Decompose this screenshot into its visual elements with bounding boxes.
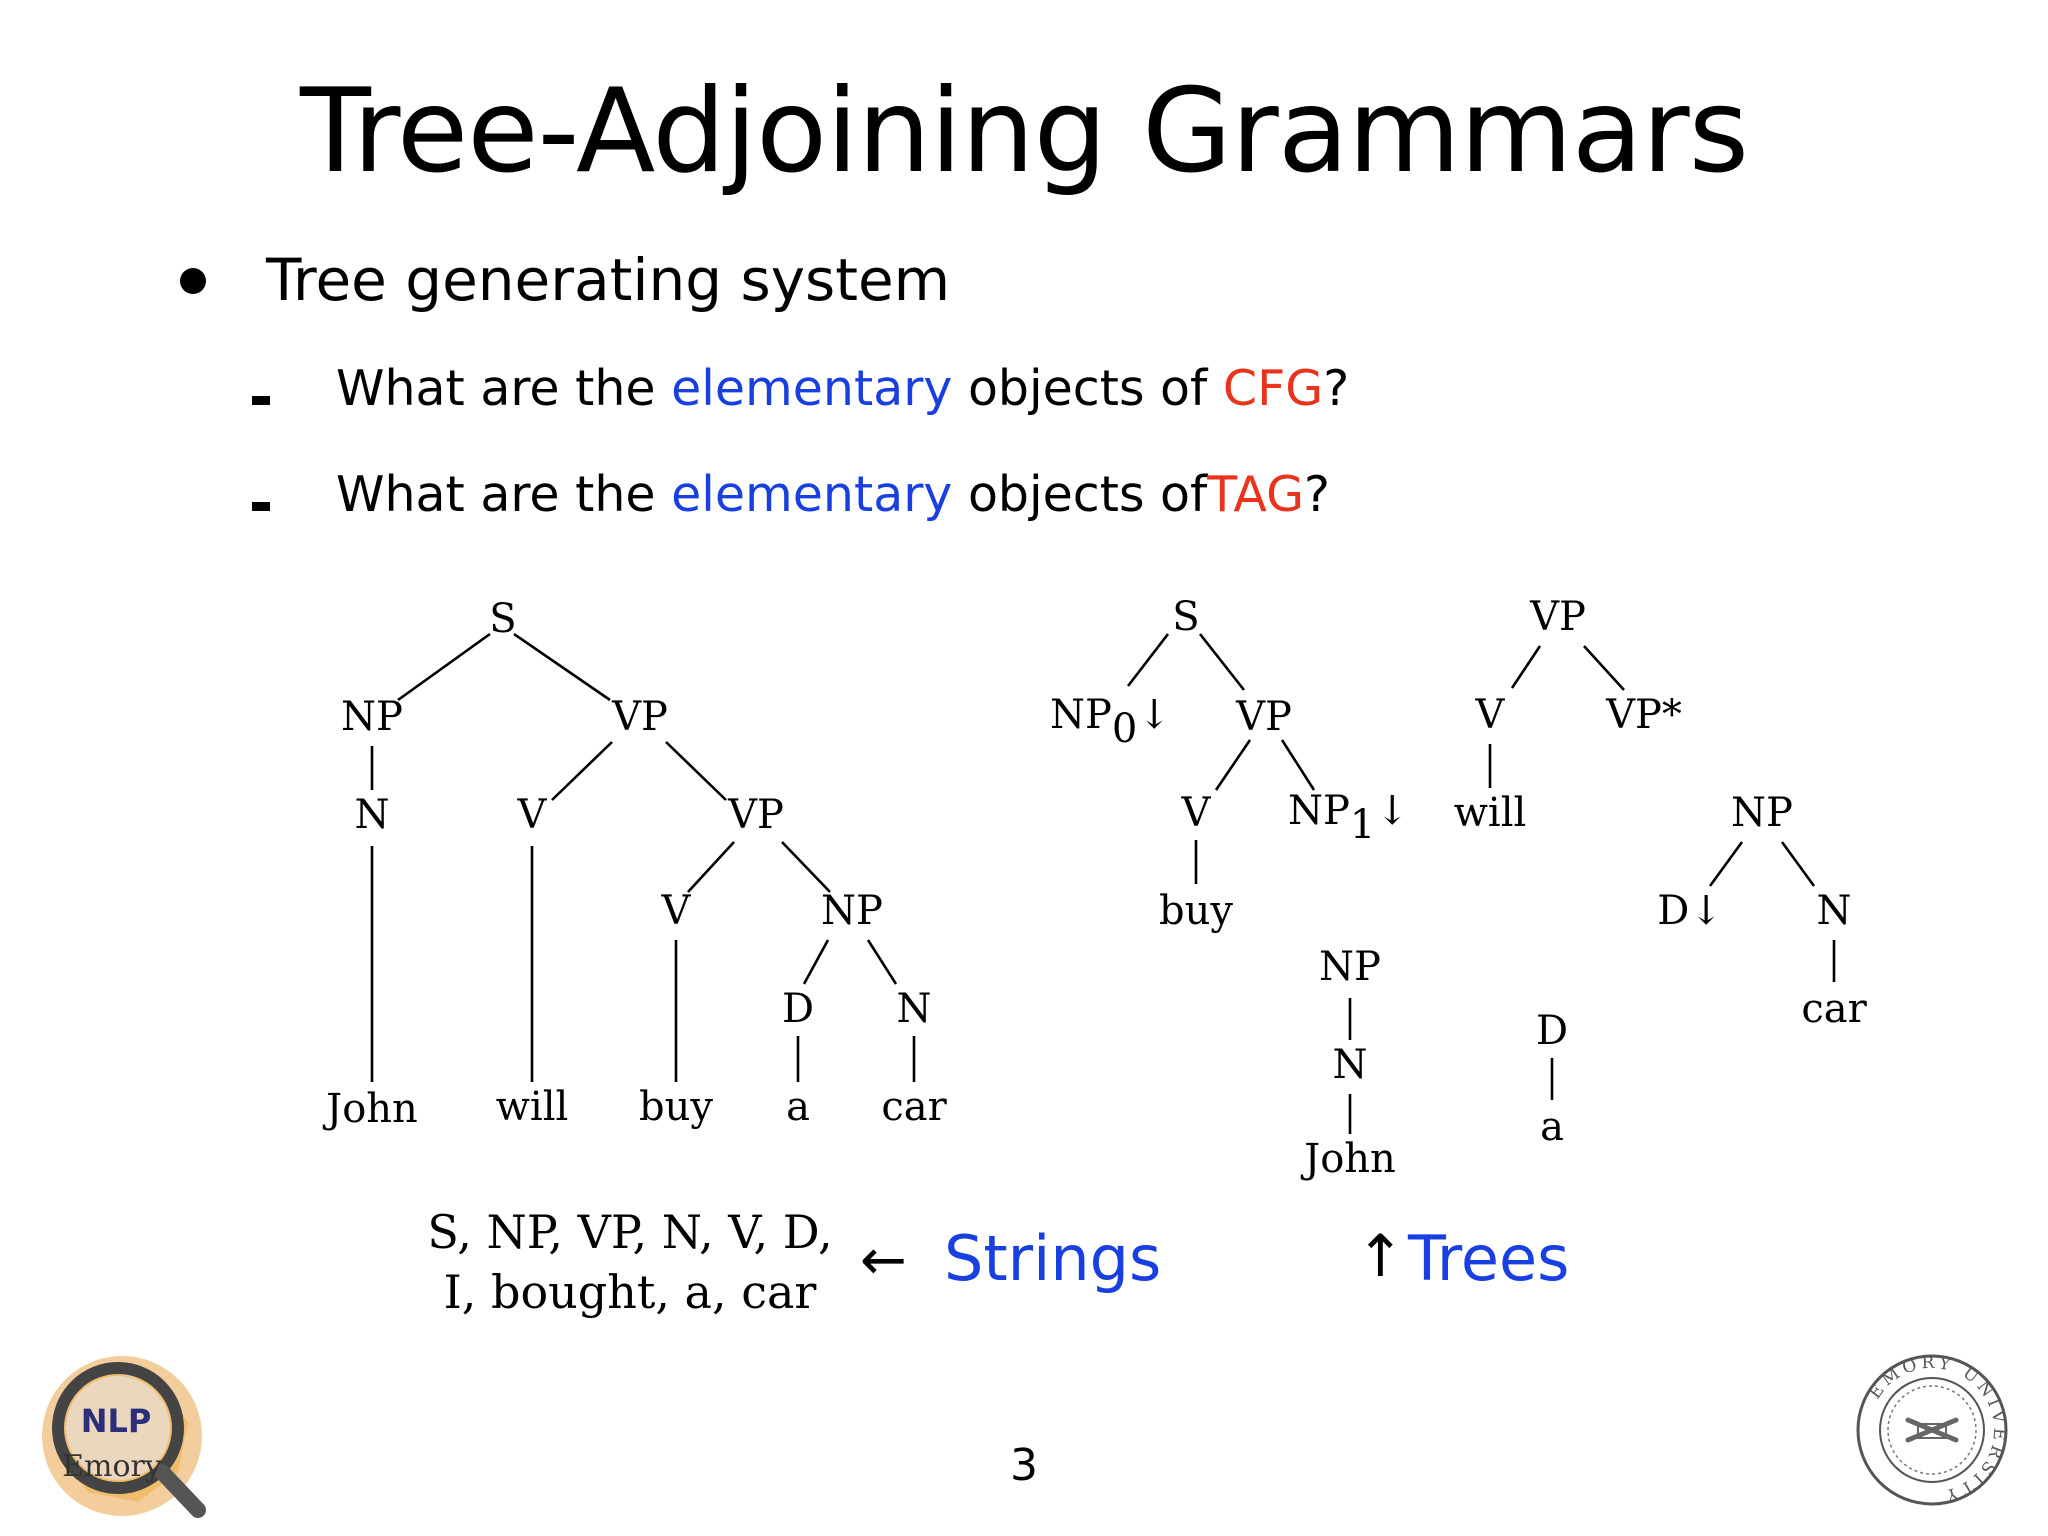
node-np1: NP1↓	[1288, 788, 1409, 848]
leaf-buy: buy	[1159, 888, 1233, 934]
node-v: V	[1475, 692, 1506, 738]
node-np: NP	[1319, 944, 1381, 990]
node-np: NP	[821, 888, 883, 934]
node-vp-foot: VP*	[1605, 692, 1682, 738]
leaf-john: John	[1300, 1136, 1396, 1182]
substitution-arrow-icon: ↓	[1375, 788, 1409, 834]
subbullet-middle: objects of	[952, 466, 1208, 523]
page-number: 3	[1010, 1440, 1038, 1491]
node-v: V	[661, 888, 692, 934]
bullet-dot-icon	[180, 268, 206, 294]
emory-university-seal: EMORY UNIVERSITY	[1856, 1353, 2008, 1506]
dash-icon	[252, 502, 270, 511]
logo-text: NLP	[81, 1402, 152, 1440]
leaf-will: will	[496, 1084, 569, 1130]
leaf-car: car	[1801, 986, 1867, 1032]
node-vp: VP	[611, 694, 668, 740]
leaf-a: a	[1540, 1104, 1564, 1150]
logo-text: Emory	[62, 1449, 162, 1484]
elementary-tree-john: NP N John	[1300, 944, 1396, 1182]
subbullet-prefix: What are the	[336, 466, 672, 523]
subbullet-term: CFG	[1222, 360, 1324, 417]
node-np0-subscript: 0	[1112, 706, 1137, 752]
leaf-car: car	[881, 1084, 947, 1130]
node-d-substitution: D↓	[1657, 888, 1723, 934]
node-n: N	[1817, 888, 1852, 934]
elementary-tree-a: D a	[1536, 1008, 1568, 1150]
node-n: N	[355, 792, 390, 838]
trees-label: Trees	[1408, 1222, 1570, 1295]
elementary-tree-will: VP V VP* will	[1454, 594, 1682, 836]
bullet-text: Tree generating system	[266, 246, 951, 314]
leaf-john: John	[322, 1086, 418, 1132]
up-arrow-icon: ↑	[1356, 1222, 1405, 1290]
strings-line: I, bought, a, car	[443, 1265, 817, 1319]
node-n: N	[1333, 1042, 1368, 1088]
subbullet-term: TAG	[1207, 466, 1305, 523]
slide-title: Tree-Adjoining Grammars	[299, 64, 1749, 199]
subbullet-cfg: What are the elementary objects of CFG?	[336, 360, 1349, 417]
node-s: S	[1172, 594, 1199, 640]
leaf-will: will	[1454, 790, 1527, 836]
nlp-emory-logo: NLP Emory	[42, 1356, 206, 1518]
leaf-buy: buy	[639, 1084, 713, 1130]
node-vp: VP	[1235, 694, 1292, 740]
node-np1-subscript: 1	[1350, 802, 1375, 848]
node-d: D	[782, 986, 814, 1032]
derived-tree: S NP VP N V VP V NP D N John will buy a …	[322, 596, 947, 1132]
elementary-tree-buy: S NP0↓ VP V NP1↓ buy	[1050, 594, 1409, 934]
strings-list: S, NP, VP, N, V, D, I, bought, a, car	[420, 1202, 840, 1322]
strings-line: S, NP, VP, N, V, D,	[427, 1205, 833, 1259]
subbullet-middle: objects of	[952, 360, 1223, 417]
substitution-arrow-icon: ↓	[1137, 692, 1171, 738]
node-np0: NP0↓	[1050, 692, 1171, 752]
node-d: D	[1536, 1008, 1568, 1054]
node-vp: VP	[727, 792, 784, 838]
subbullet-highlight: elementary	[671, 466, 953, 523]
subbullet-tag: What are the elementary objects ofTAG?	[336, 466, 1330, 523]
node-np: NP	[1731, 790, 1793, 836]
dash-icon	[252, 396, 270, 405]
subbullet-suffix: ?	[1323, 360, 1350, 417]
subbullet-prefix: What are the	[336, 360, 672, 417]
node-np0-label: NP	[1050, 692, 1112, 738]
node-np: NP	[341, 694, 403, 740]
node-s: S	[489, 596, 516, 642]
node-n: N	[897, 986, 932, 1032]
left-arrow-icon: ←	[860, 1228, 907, 1293]
leaf-a: a	[786, 1084, 810, 1130]
elementary-tree-car: NP D↓ N car	[1657, 790, 1867, 1032]
subbullet-suffix: ?	[1304, 466, 1331, 523]
node-v: V	[1181, 790, 1212, 836]
subbullet-highlight: elementary	[671, 360, 953, 417]
node-v: V	[517, 792, 548, 838]
node-np1-label: NP	[1288, 788, 1350, 834]
strings-label: Strings	[944, 1222, 1162, 1295]
node-vp: VP	[1529, 594, 1586, 640]
